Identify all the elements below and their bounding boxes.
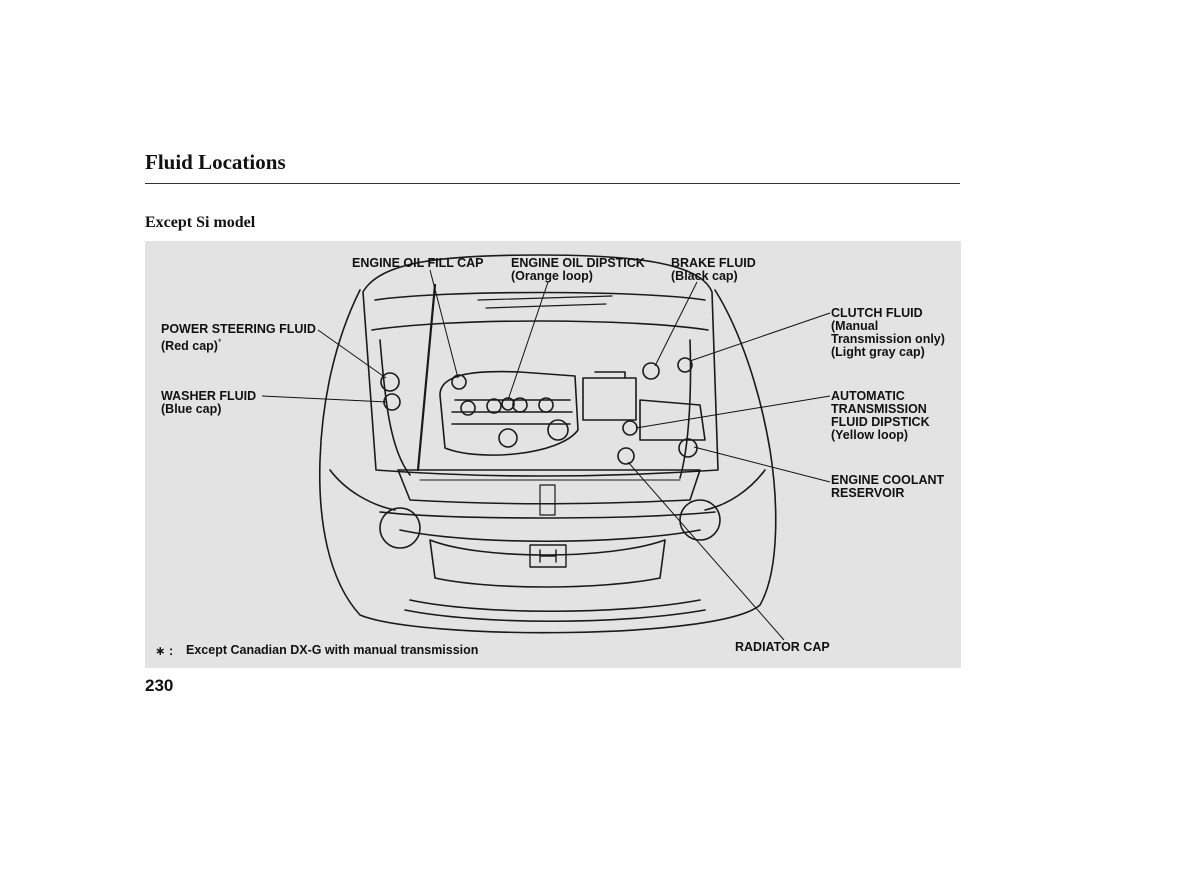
callout-note-text: (Red cap) [161, 339, 218, 354]
diagram-panel [145, 241, 961, 668]
callout-clutch-fluid: CLUTCH FLUID (Manual Transmission only) … [831, 307, 945, 359]
callout-note: (Light gray cap) [831, 345, 925, 359]
callout-radiator-cap: RADIATOR CAP [735, 641, 830, 654]
engine-bay-illustration [261, 254, 831, 641]
callout-power-steering-fluid: POWER STEERING FLUID (Red cap)* [161, 323, 316, 353]
leader-radiator-cap [627, 461, 785, 641]
hood-prop-rod [416, 283, 437, 472]
title-rule [145, 183, 960, 184]
callout-brake-fluid: BRAKE FLUID (Black cap) [671, 257, 756, 283]
radiator-cap [617, 447, 635, 465]
atf-dipstick-loop [622, 420, 638, 436]
oil-dipstick-loop [501, 397, 515, 411]
leader-washer-fluid [261, 395, 387, 403]
callout-engine-oil-fill-cap: ENGINE OIL FILL CAP [352, 257, 484, 270]
callout-note: (Manual [831, 319, 879, 333]
callout-text: POWER STEERING FLUID [161, 322, 316, 336]
callout-text: ENGINE OIL DIPSTICK [511, 256, 645, 270]
oil-fill-cap [451, 374, 467, 390]
footnote-marker: * [217, 337, 222, 347]
leader-engine-oil-fill-cap [429, 269, 459, 379]
callout-text: CLUTCH FLUID [831, 306, 923, 320]
callout-text: TRANSMISSION [831, 402, 927, 416]
front-grille [429, 539, 666, 588]
leader-engine-oil-dipstick [507, 281, 549, 401]
callout-text: WASHER FLUID [161, 389, 257, 403]
engine-block [439, 370, 579, 456]
callout-text: ENGINE OIL FILL CAP [352, 256, 484, 270]
brake-fluid-cap [642, 362, 660, 380]
callout-note: (Blue cap) [161, 402, 222, 416]
section-subtitle: Except Si model [145, 214, 256, 231]
leader-engine-coolant-reservoir [693, 446, 831, 483]
callout-note: (Black cap) [671, 269, 738, 283]
leader-power-steering-fluid [317, 329, 387, 379]
callout-text: FLUID DIPSTICK [831, 415, 930, 429]
callout-note: (Orange loop) [511, 269, 593, 283]
leader-clutch-fluid [689, 312, 831, 362]
callout-engine-coolant-reservoir: ENGINE COOLANT RESERVOIR [831, 474, 944, 500]
callout-note: (Yellow loop) [831, 428, 909, 442]
air-cleaner-box [582, 377, 637, 421]
callout-text: AUTOMATIC [831, 389, 905, 403]
left-fog-lamp [379, 507, 421, 549]
callout-atf-dipstick: AUTOMATIC TRANSMISSION FLUID DIPSTICK (Y… [831, 390, 930, 442]
clutch-fluid-cap [677, 357, 693, 373]
callout-text: RADIATOR CAP [735, 640, 830, 654]
callout-text: BRAKE FLUID [671, 256, 756, 270]
hood-panel [362, 254, 719, 477]
honda-emblem [529, 544, 567, 568]
coolant-reservoir [678, 438, 698, 458]
callout-washer-fluid: WASHER FLUID (Blue cap) [161, 390, 256, 416]
callout-text: ENGINE COOLANT [831, 473, 945, 487]
page-title: Fluid Locations [145, 150, 286, 174]
car-body-outline [318, 289, 777, 634]
right-fog-lamp [679, 499, 721, 541]
leader-atf-dipstick [635, 395, 831, 429]
power-steering-cap [380, 372, 400, 392]
leader-brake-fluid [654, 281, 698, 367]
footnote-text: Except Canadian DX-G with manual transmi… [186, 643, 479, 657]
callout-engine-oil-dipstick: ENGINE OIL DIPSTICK (Orange loop) [511, 257, 645, 283]
callout-text: RESERVOIR [831, 486, 905, 500]
callout-note: (Red cap)* [161, 336, 316, 353]
callout-note: Transmission only) [831, 332, 945, 346]
page-number: 230 [145, 676, 174, 695]
battery-area [639, 399, 706, 441]
footnote-symbol: ∗ : [155, 644, 174, 658]
